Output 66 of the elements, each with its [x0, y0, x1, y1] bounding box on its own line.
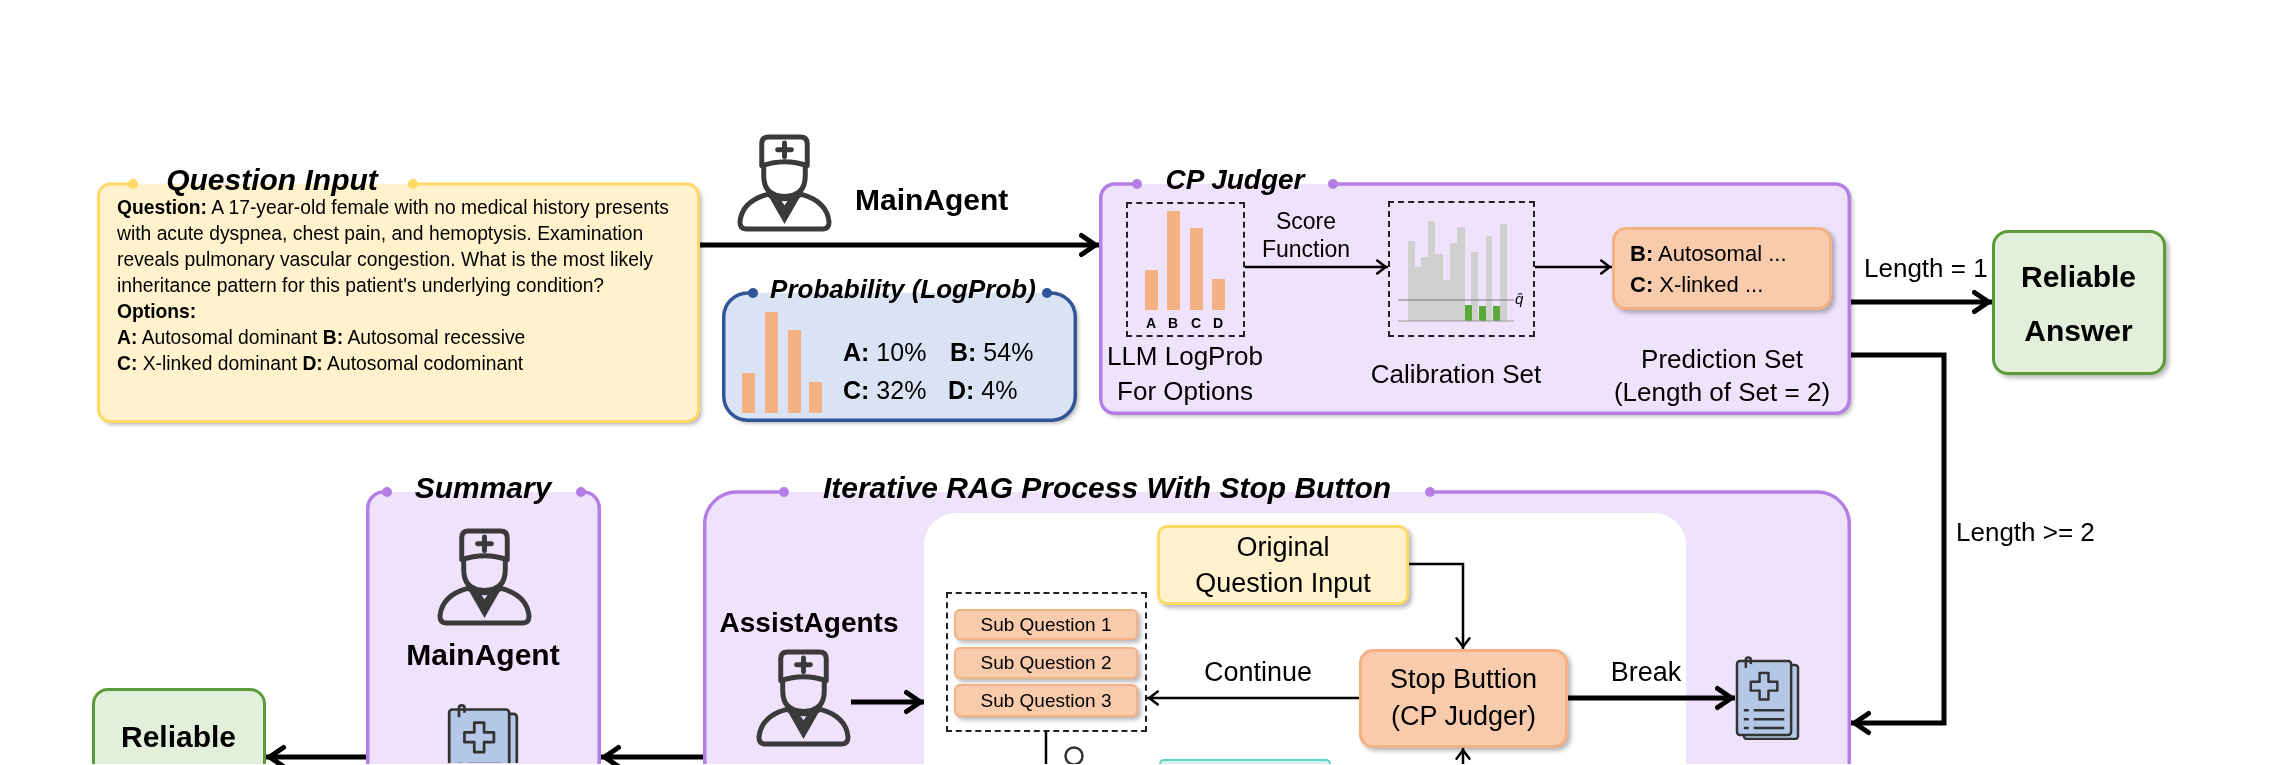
prediction-box: [1612, 227, 1832, 310]
answer-box: [1992, 230, 2166, 375]
axis-label: D: [1212, 315, 1224, 331]
arrow: [1455, 748, 1471, 764]
option-text: A: Autosomal dominant B: Autosomal recessive: [117, 326, 526, 350]
probability-value: C: 32%: [843, 375, 927, 405]
prediction-text: B: Autosomal ...: [1630, 240, 1787, 268]
arrow: [851, 690, 924, 714]
axis-label: B: [1167, 315, 1179, 331]
arrow: [1851, 352, 1947, 735]
sub-question-label: Sub Question 2: [980, 651, 1112, 675]
question-text: Question: A 17-year-old female with no medical history presents with acute dyspnea, chest pain, and hemoptysis. Examination reveals pulmonary vascular congestion. What is the most likely inheritance pattern for this patient's underlying condition?: [117, 196, 670, 298]
chart-label: LLM LogProb For Options: [1105, 340, 1265, 408]
prediction-text: C: X-linked ...: [1630, 271, 1764, 299]
edge-label: Break: [1610, 656, 1682, 688]
sub-question-box: [954, 647, 1138, 679]
probability-value: A: 10%: [843, 337, 927, 367]
panel-title: Question Input: [166, 162, 378, 198]
arrow: [1245, 259, 1388, 275]
sub-question-label: Sub Question 3: [980, 689, 1112, 713]
process-box: [1159, 759, 1331, 764]
probability-value: D: 4%: [948, 375, 1018, 405]
axis-label: C: [1190, 315, 1202, 331]
arrow: [700, 233, 1099, 257]
stop-label: Stop Buttion (CP Judger): [1388, 663, 1539, 733]
arrow: [1409, 562, 1471, 649]
sub-question-box: [954, 684, 1138, 717]
input-label: Original Question Input: [1194, 531, 1372, 600]
edge-label: Length >= 2: [1956, 516, 2095, 548]
connector-line: [1044, 732, 1048, 764]
arrow: [1535, 259, 1612, 275]
panel-title: Summary: [414, 470, 552, 506]
options-label: Options:: [117, 300, 197, 324]
medical-record-icon: [1735, 656, 1800, 741]
arrow: [266, 745, 366, 765]
input-box: [1157, 525, 1409, 605]
sub-question-box: [954, 609, 1138, 640]
edge-label: Continue: [1203, 656, 1313, 688]
arrow: [1568, 686, 1735, 710]
set-label: Prediction Set (Length of Set = 2): [1612, 343, 1832, 409]
answer-box: [92, 688, 266, 764]
stop-box: [1359, 649, 1568, 748]
edge-label: Score Function: [1260, 207, 1352, 263]
answer-label: Reliable Answer: [2019, 258, 2138, 349]
agent-label: AssistAgents: [719, 606, 899, 640]
probability-value: B: 54%: [950, 337, 1034, 367]
panel-title: Probability (LogProb): [770, 273, 1036, 306]
edge-label: Length = 1: [1864, 252, 1988, 284]
sub-question-label: Sub Question 1: [980, 613, 1112, 637]
axis-label: A: [1145, 315, 1157, 331]
arrow: [1851, 290, 1992, 314]
arrow: [601, 745, 703, 765]
answer-label: Reliable: [120, 718, 237, 755]
dashed-frame: [1126, 202, 1245, 337]
doctor-icon: [756, 648, 851, 747]
option-text: C: X-linked dominant D: Autosomal codominant: [117, 352, 524, 376]
edge-label: MainAgent: [855, 182, 1009, 218]
inner-panel: [924, 513, 1686, 764]
threshold-symbol: q̂: [1515, 290, 1524, 308]
dashed-frame: [1388, 201, 1535, 337]
chart-label: Calibration Set: [1370, 358, 1542, 391]
dashed-frame: [946, 592, 1147, 732]
panel-title: Iterative RAG Process With Stop Button: [822, 470, 1392, 506]
agent-label: MainAgent: [406, 637, 560, 673]
panel-title: CP Judger: [1165, 163, 1305, 197]
arrow: [1147, 690, 1359, 706]
